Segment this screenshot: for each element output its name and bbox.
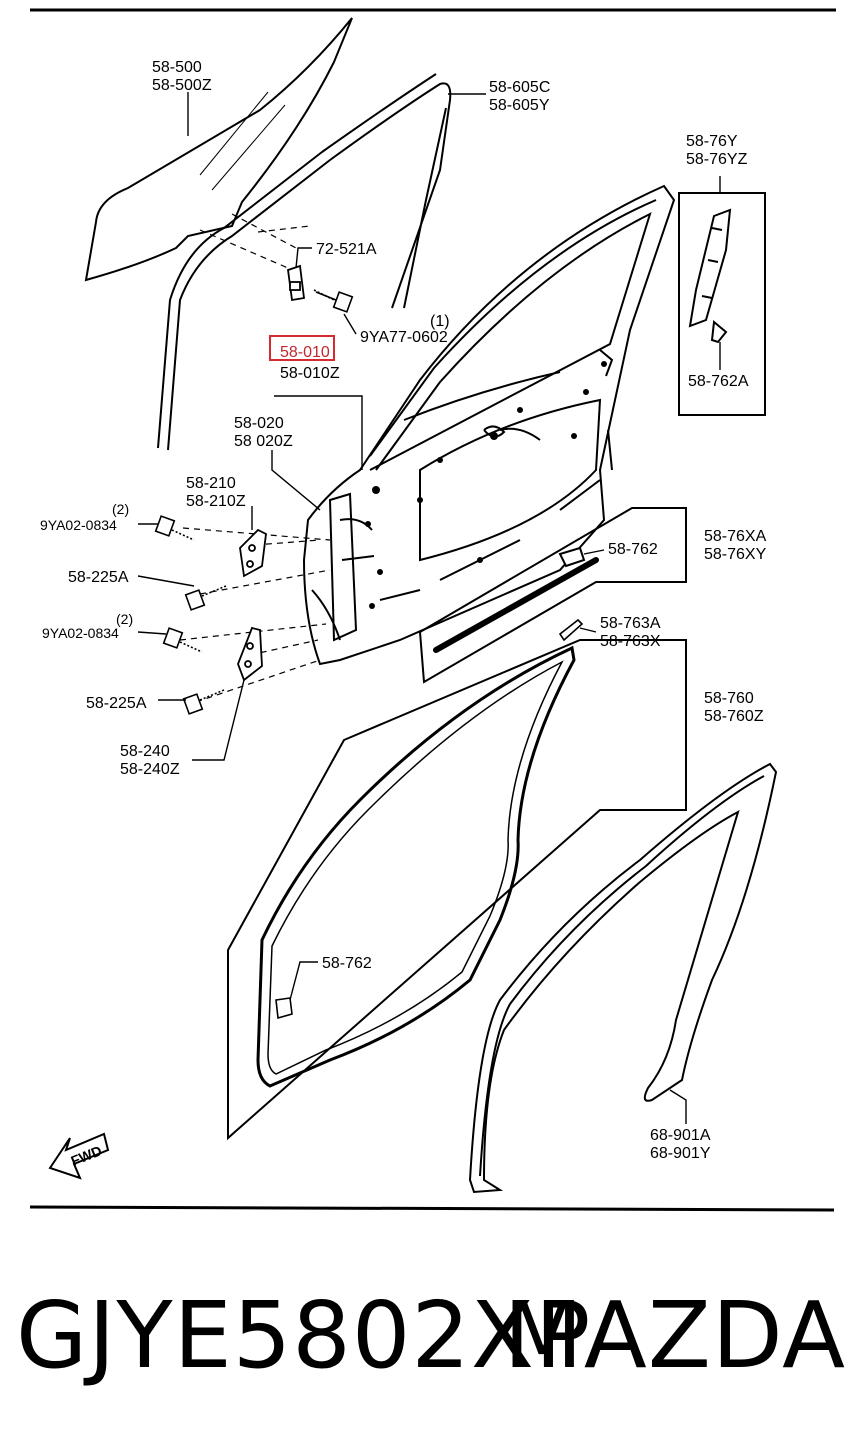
screw-lower — [182, 689, 225, 715]
door-shell — [302, 184, 676, 666]
label-upper-hinge-2: 58-210Z — [186, 493, 246, 510]
label-garnish-clip: 58-762A — [688, 373, 749, 390]
label-weatherstrip-outer-2: 58-76XY — [704, 546, 767, 563]
screw-upper — [184, 585, 227, 611]
upper-hinge — [239, 528, 267, 578]
label-run-channel-2: 58-605Y — [489, 97, 550, 114]
bolt-9ya77 — [313, 289, 354, 313]
label-bolt-9ya77: 9YA77-0602 — [360, 329, 448, 346]
body-seal — [468, 762, 778, 1194]
label-bolt-upper: 9YA02-0834 — [40, 517, 117, 533]
door-glass — [84, 17, 353, 282]
bolt-lower — [162, 627, 203, 653]
label-weatherstrip-door-2: 58-760Z — [704, 708, 764, 725]
garnish-box — [678, 192, 766, 416]
glass-clip — [287, 264, 306, 302]
brand-name: MAZDA — [503, 1282, 846, 1389]
end-cap — [558, 618, 584, 642]
label-bolt-upper-qty: (2) — [112, 501, 129, 517]
label-bolt-lower: 9YA02-0834 — [42, 625, 119, 641]
label-glass-1: 58-500 — [152, 59, 202, 76]
label-clip-72: 72-521A — [316, 241, 377, 258]
label-body-seal-2: 68-901Y — [650, 1145, 711, 1162]
fwd-arrow-icon: FWD — [48, 1132, 110, 1180]
label-weatherstrip-door-1: 58-760 — [704, 690, 754, 707]
label-end-cap-2: 58-763X — [600, 633, 661, 650]
label-lower-hinge-1: 58-240 — [120, 743, 170, 760]
label-door-z: 58-010Z — [280, 365, 340, 382]
label-screw-lower: 58-225A — [86, 695, 147, 712]
caption-bar: GJYE5802XP MAZDA — [0, 1240, 864, 1456]
label-run-channel-1: 58-605C — [489, 79, 550, 96]
label-glass-2: 58-500Z — [152, 77, 212, 94]
label-body-seal-1: 68-901A — [650, 1127, 711, 1144]
label-lower-hinge-2: 58-240Z — [120, 761, 180, 778]
glass-run-channel — [157, 73, 452, 451]
label-clip-762-top: 58-762 — [608, 541, 658, 558]
bottom-rule — [29, 1205, 835, 1212]
label-weatherstrip-outer-1: 58-76XA — [704, 528, 767, 545]
label-upper-hinge-1: 58-210 — [186, 475, 236, 492]
leader-lines — [137, 92, 721, 1124]
lower-hinge — [237, 626, 263, 682]
door-holes — [365, 361, 607, 609]
label-door-highlight: 58-010 — [280, 344, 330, 361]
label-panel-2: 58 020Z — [234, 433, 293, 450]
label-end-cap-1: 58-763A — [600, 615, 661, 632]
parts-diagram: FWD 58-500 58-500Z 58-605C 58-605Y 72-52… — [29, 8, 836, 1212]
part-number: GJYE5802XP — [16, 1282, 592, 1389]
label-bolt-lower-qty: (2) — [116, 611, 133, 627]
door-weatherstrip-box — [227, 639, 687, 1141]
label-panel-1: 58-020 — [234, 415, 284, 432]
label-clip-762-bottom: 58-762 — [322, 955, 372, 972]
bolt-upper — [154, 515, 195, 541]
label-bolt-9ya77-qty: (1) — [430, 313, 450, 330]
label-garnish-2: 58-76YZ — [686, 151, 748, 168]
label-garnish-1: 58-76Y — [686, 133, 738, 150]
belt-strip-box — [418, 507, 687, 684]
label-screw-upper: 58-225A — [68, 569, 129, 586]
highlight-box — [269, 335, 335, 361]
